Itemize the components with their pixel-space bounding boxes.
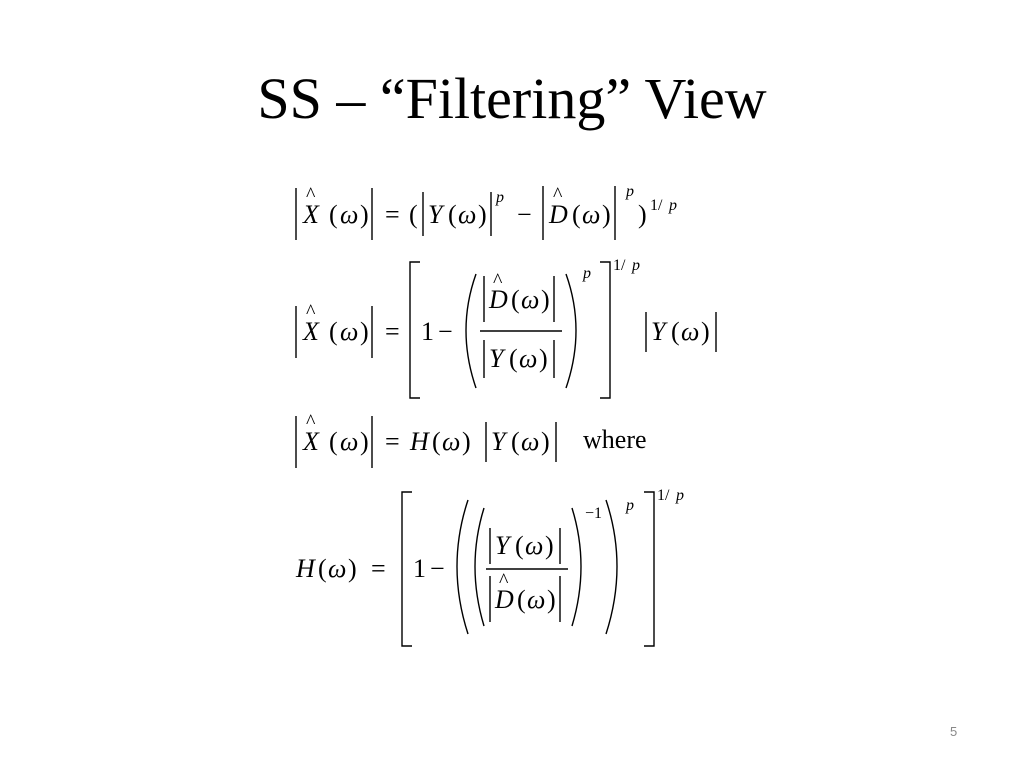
svg-text:ω: ω <box>521 285 539 314</box>
svg-text:p: p <box>675 487 684 504</box>
svg-text:=: = <box>371 554 386 583</box>
svg-text:): ) <box>545 531 554 560</box>
svg-text:ω: ω <box>340 200 358 229</box>
svg-text:): ) <box>547 585 556 614</box>
equation-3-where-text: where <box>583 425 647 454</box>
svg-text:H: H <box>295 554 316 583</box>
svg-text:−: − <box>517 200 532 229</box>
svg-text:ω: ω <box>527 585 545 614</box>
svg-text:Y: Y <box>428 200 445 229</box>
svg-text:): ) <box>701 317 710 346</box>
svg-text:X: X <box>302 200 320 229</box>
svg-text:): ) <box>602 200 611 229</box>
svg-text:(: ( <box>409 200 418 229</box>
svg-text:X: X <box>302 427 320 456</box>
slide-title: SS – “Filtering” View <box>257 66 767 131</box>
svg-text:(: ( <box>517 585 526 614</box>
svg-text:p: p <box>668 197 677 214</box>
svg-text:X: X <box>302 317 320 346</box>
svg-text:(: ( <box>329 200 338 229</box>
svg-text:^: ^ <box>306 411 316 433</box>
svg-text:): ) <box>638 200 647 229</box>
svg-text:ω: ω <box>582 200 600 229</box>
svg-text:Y: Y <box>495 531 512 560</box>
svg-text:(: ( <box>509 344 518 373</box>
svg-text:^: ^ <box>499 570 509 592</box>
svg-text:(: ( <box>432 427 441 456</box>
svg-text:): ) <box>348 554 357 583</box>
svg-text:): ) <box>478 200 487 229</box>
svg-text:ω: ω <box>525 531 543 560</box>
svg-text:(: ( <box>671 317 680 346</box>
svg-text:−: − <box>438 317 453 346</box>
svg-text:^: ^ <box>306 301 316 323</box>
svg-text:1/: 1/ <box>657 487 670 504</box>
svg-text:(: ( <box>511 427 520 456</box>
svg-text:1: 1 <box>413 554 426 583</box>
svg-text:D: D <box>494 585 514 614</box>
svg-text:(: ( <box>448 200 457 229</box>
svg-text:p: p <box>631 257 640 274</box>
svg-text:p: p <box>625 183 634 200</box>
svg-text:Y: Y <box>651 317 668 346</box>
svg-text:): ) <box>541 427 550 456</box>
svg-text:ω: ω <box>340 427 358 456</box>
svg-text:Y: Y <box>489 344 506 373</box>
svg-text:H: H <box>409 427 430 456</box>
svg-text:=: = <box>385 427 400 456</box>
svg-text:−1: −1 <box>585 505 602 522</box>
svg-text:1/: 1/ <box>650 197 663 214</box>
svg-text:ω: ω <box>521 427 539 456</box>
svg-text:ω: ω <box>519 344 537 373</box>
svg-text:p: p <box>625 497 634 514</box>
svg-text:−: − <box>430 554 445 583</box>
svg-text:=: = <box>385 317 400 346</box>
svg-text:D: D <box>488 285 508 314</box>
svg-text:=: = <box>385 200 400 229</box>
svg-text:): ) <box>360 317 369 346</box>
svg-text:^: ^ <box>306 184 316 206</box>
svg-text:): ) <box>539 344 548 373</box>
svg-text:(: ( <box>329 317 338 346</box>
svg-text:p: p <box>495 189 504 206</box>
svg-text:): ) <box>462 427 471 456</box>
svg-text:ω: ω <box>681 317 699 346</box>
svg-text:^: ^ <box>553 184 563 206</box>
svg-text:1: 1 <box>421 317 434 346</box>
svg-text:(: ( <box>572 200 581 229</box>
svg-text:): ) <box>541 285 550 314</box>
slide-number: 5 <box>950 724 958 739</box>
svg-text:^: ^ <box>493 270 503 292</box>
svg-text:1/: 1/ <box>613 257 626 274</box>
svg-text:D: D <box>548 200 568 229</box>
svg-text:): ) <box>360 200 369 229</box>
svg-text:ω: ω <box>442 427 460 456</box>
svg-text:ω: ω <box>340 317 358 346</box>
svg-text:(: ( <box>329 427 338 456</box>
svg-text:): ) <box>360 427 369 456</box>
svg-text:(: ( <box>511 285 520 314</box>
svg-text:ω: ω <box>458 200 476 229</box>
svg-text:ω: ω <box>328 554 346 583</box>
svg-text:Y: Y <box>491 427 508 456</box>
svg-text:(: ( <box>515 531 524 560</box>
svg-text:(: ( <box>318 554 327 583</box>
svg-text:p: p <box>582 265 591 282</box>
